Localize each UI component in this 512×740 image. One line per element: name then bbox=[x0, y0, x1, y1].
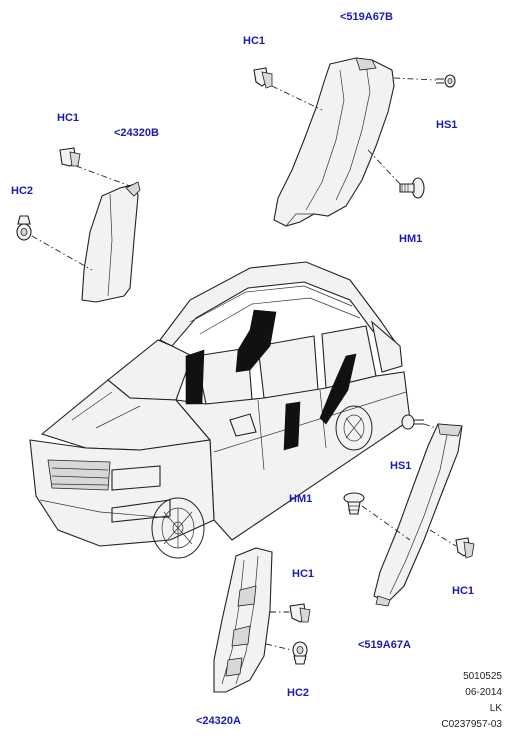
screw-hs1-top bbox=[436, 74, 456, 88]
footer-date: 06-2014 bbox=[465, 687, 502, 698]
footer-initials: LK bbox=[489, 703, 502, 714]
callout-hc2-bottom[interactable]: HC2 bbox=[287, 687, 310, 699]
clip-hc1-right bbox=[455, 537, 475, 559]
callout-hc1-left[interactable]: HC1 bbox=[57, 112, 80, 124]
callout-hm1-top[interactable]: HM1 bbox=[399, 233, 423, 245]
push-pin-hm1-right bbox=[343, 492, 365, 515]
callout-hs1-right[interactable]: HS1 bbox=[390, 460, 412, 472]
clip-hc1-top bbox=[253, 67, 273, 89]
callout-24320a[interactable]: <24320A bbox=[196, 715, 241, 727]
callout-hc1-bottom[interactable]: HC1 bbox=[292, 568, 315, 580]
footer-number: 5010525 bbox=[463, 671, 502, 682]
vehicle-body bbox=[29, 261, 411, 559]
callout-hm1-right[interactable]: HM1 bbox=[289, 493, 313, 505]
pillar-trim-519a67a bbox=[373, 423, 463, 607]
clip-hc1-left bbox=[59, 147, 81, 167]
callout-hc1-right[interactable]: HC1 bbox=[452, 585, 475, 597]
callout-519a67a[interactable]: <519A67A bbox=[358, 639, 411, 651]
pillar-trim-24320b bbox=[81, 181, 141, 303]
clip-hc2-left bbox=[16, 215, 32, 241]
clip-hc1-bottom bbox=[289, 603, 311, 623]
push-pin-hm1-top bbox=[399, 177, 425, 199]
callout-519a67b[interactable]: <519A67B bbox=[340, 11, 393, 23]
callout-hc1-top[interactable]: HC1 bbox=[243, 35, 266, 47]
callout-24320b[interactable]: <24320B bbox=[114, 127, 159, 139]
screw-hs1-right bbox=[401, 414, 424, 430]
footer-code: C0237957-03 bbox=[441, 719, 502, 730]
callout-hc2-left[interactable]: HC2 bbox=[11, 185, 34, 197]
callout-hs1-top[interactable]: HS1 bbox=[436, 119, 458, 131]
clip-hc2-bottom bbox=[292, 641, 308, 665]
pillar-trim-24320a bbox=[213, 547, 273, 693]
pillar-trim-519a67b bbox=[273, 57, 395, 227]
